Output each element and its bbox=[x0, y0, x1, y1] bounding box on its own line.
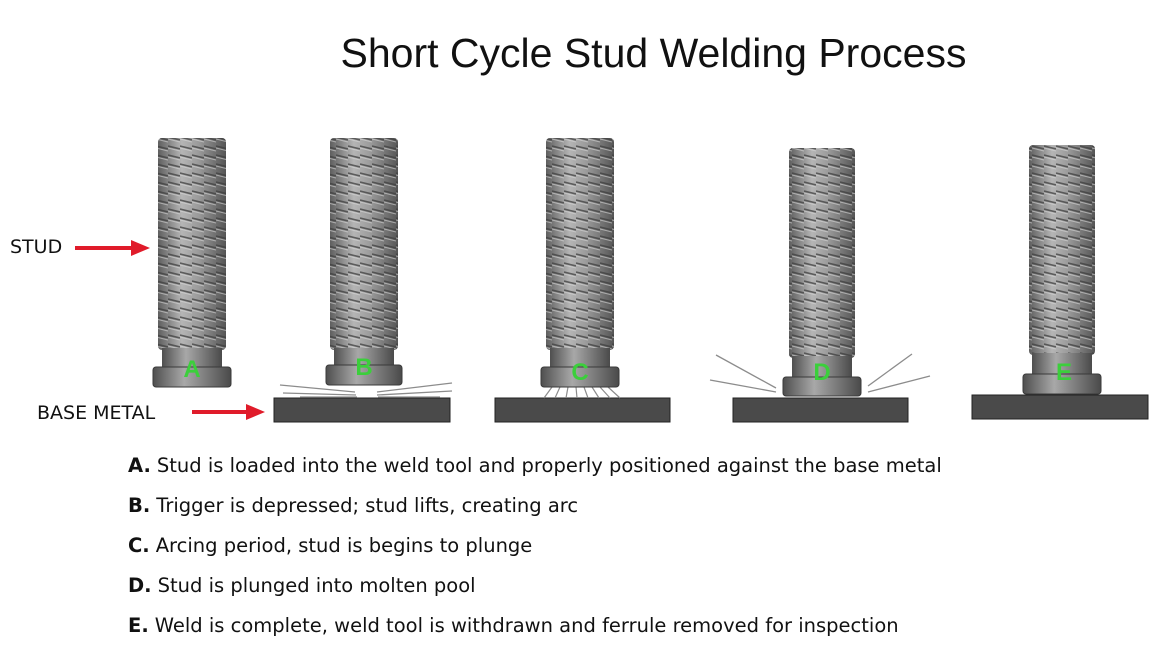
step-d-text: Stud is plunged into molten pool bbox=[157, 574, 476, 597]
step-c-text: Arcing period, stud is begins to plunge bbox=[155, 534, 533, 557]
stage-a-stud: A bbox=[152, 138, 232, 388]
step-c: C.Arcing period, stud is begins to plung… bbox=[128, 532, 942, 572]
stage-d-letter: D bbox=[813, 359, 830, 386]
stage-c-arc-lines bbox=[543, 386, 621, 399]
stage-d-stud: D bbox=[782, 148, 862, 397]
step-b: B.Trigger is depressed; stud lifts, crea… bbox=[128, 492, 942, 532]
stage-b-letter: B bbox=[355, 354, 372, 381]
step-a-letter: A. bbox=[128, 454, 151, 477]
stage-e-stud: E bbox=[1022, 145, 1102, 395]
stage-b-plate bbox=[273, 397, 451, 423]
base-metal-label: BASE METAL bbox=[37, 402, 156, 424]
stage-e-letter: E bbox=[1056, 359, 1072, 386]
stage-c-stud: C bbox=[540, 138, 620, 388]
step-d-letter: D. bbox=[128, 574, 152, 597]
stage-c-letter: C bbox=[571, 359, 588, 386]
step-e-text: Weld is complete, weld tool is withdrawn… bbox=[154, 614, 899, 637]
stage-b-arc-lines bbox=[279, 382, 453, 398]
stage-e-plate bbox=[971, 394, 1149, 420]
step-a: A.Stud is loaded into the weld tool and … bbox=[128, 452, 942, 492]
stud-label: STUD bbox=[10, 236, 62, 258]
page-title: Short Cycle Stud Welding Process bbox=[340, 30, 967, 76]
step-e: E.Weld is complete, weld tool is withdra… bbox=[128, 612, 942, 652]
base-metal-arrow bbox=[192, 404, 265, 420]
stage-d-plate bbox=[732, 397, 909, 423]
step-d: D.Stud is plunged into molten pool bbox=[128, 572, 942, 612]
stage-b-stud: B bbox=[325, 138, 403, 386]
step-b-letter: B. bbox=[128, 494, 151, 517]
stage-c-plate bbox=[494, 397, 671, 423]
stage-a-letter: A bbox=[183, 356, 200, 383]
stud-arrow bbox=[75, 240, 150, 256]
step-c-letter: C. bbox=[128, 534, 150, 557]
step-a-text: Stud is loaded into the weld tool and pr… bbox=[156, 454, 942, 477]
process-steps-list: A.Stud is loaded into the weld tool and … bbox=[128, 452, 942, 652]
step-b-text: Trigger is depressed; stud lifts, creati… bbox=[156, 494, 579, 517]
step-e-letter: E. bbox=[128, 614, 149, 637]
stage-d-spatter-lines bbox=[709, 353, 931, 393]
